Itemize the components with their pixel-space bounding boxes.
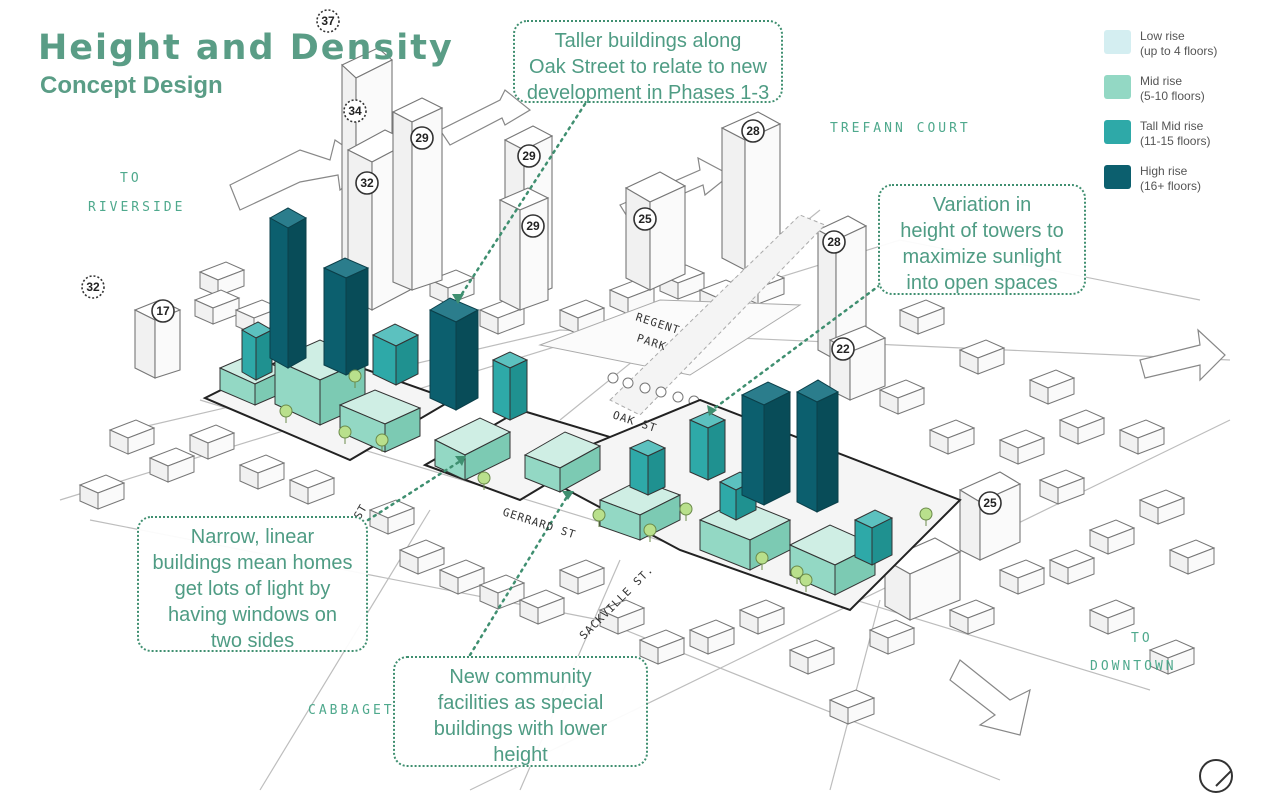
callout-arrowheads [452, 294, 717, 500]
legend-label: Tall Mid rise [1140, 119, 1204, 133]
storey-marker: 32 [355, 171, 379, 195]
legend-swatch [1104, 165, 1131, 189]
legend-detail: (5-10 floors) [1140, 89, 1205, 103]
callout-line: get lots of light by [174, 578, 331, 600]
storey-count: 22 [836, 342, 850, 356]
height-legend: Low rise (up to 4 floors) Mid rise (5-10… [1104, 28, 1264, 208]
storey-count: 25 [983, 496, 997, 510]
storey-count: 37 [321, 14, 335, 28]
callout-line: New community [449, 666, 592, 688]
storey-marker: 28 [741, 119, 765, 143]
north-arrow-icon [1199, 759, 1233, 793]
callout-leaders [366, 102, 882, 657]
callout-line: height [493, 744, 548, 766]
legend-detail: (up to 4 floors) [1140, 44, 1218, 58]
page-title: Height and Density [38, 28, 454, 68]
existing-towers [133, 47, 1022, 621]
tall-mid-rise-buildings [240, 321, 894, 566]
callout-taller-buildings: Taller buildings along Oak Street to rel… [513, 20, 783, 104]
legend-item-mid-rise: Mid rise (5-10 floors) [1104, 73, 1264, 118]
storey-marker: 32 [81, 275, 105, 299]
legend-swatch [1104, 120, 1131, 144]
to-downtown-prefix: TO [1131, 631, 1153, 646]
park [538, 214, 826, 416]
storey-marker: 28 [822, 230, 846, 254]
callout-tower-variation: Variation in height of towers to maximiz… [878, 184, 1086, 295]
callout-line: Oak Street to relate to new [529, 56, 767, 78]
storey-marker: 29 [410, 126, 434, 150]
storey-count: 28 [827, 235, 841, 249]
trefann-court-label: TREFANN COURT [830, 121, 971, 136]
callout-linear-buildings: Narrow, linear buildings mean homes get … [137, 516, 368, 652]
page-subtitle: Concept Design [40, 72, 223, 99]
callout-line: two sides [210, 630, 295, 652]
legend-label: Mid rise [1140, 74, 1183, 88]
storey-marker: 25 [633, 207, 657, 231]
storey-marker: 22 [831, 337, 855, 361]
storey-marker: 17 [151, 299, 175, 323]
legend-item-high-rise: High rise (16+ floors) [1104, 163, 1264, 208]
storey-markers: 37 34 29 32 29 29 28 25 28 32 17 22 25 [81, 9, 1002, 515]
legend-swatch [1104, 75, 1131, 99]
legend-item-tall-mid-rise: Tall Mid rise (11-15 floors) [1104, 118, 1264, 163]
legend-label: High rise [1140, 164, 1188, 178]
storey-count: 28 [746, 124, 760, 138]
callout-line: height of towers to [900, 220, 1064, 242]
storey-marker: 29 [521, 214, 545, 238]
legend-swatch [1104, 30, 1131, 54]
storey-count: 17 [156, 304, 170, 318]
storey-count: 32 [360, 176, 374, 190]
storey-marker: 25 [978, 491, 1002, 515]
storey-count: 32 [86, 280, 100, 294]
storey-count: 34 [348, 104, 362, 118]
callout-community-facilities: New community facilities as special buil… [393, 656, 648, 767]
callout-line: having windows on [168, 604, 337, 626]
storey-count: 29 [526, 219, 540, 233]
storey-count: 29 [522, 149, 536, 163]
storey-marker: 34 [343, 99, 367, 123]
storey-marker: 37 [316, 9, 340, 33]
storey-count: 25 [638, 212, 652, 226]
legend-item-low-rise: Low rise (up to 4 floors) [1104, 28, 1264, 73]
callout-line: Narrow, linear [190, 526, 315, 548]
callout-line: Taller buildings along [554, 30, 742, 52]
to-riverside-prefix: TO [120, 171, 142, 186]
gerrard-st-label: GERRARD ST [501, 505, 578, 541]
cabbagetown-label: CABBAGET [308, 703, 395, 718]
storey-marker: 29 [517, 144, 541, 168]
callout-line: Variation in [932, 194, 1032, 216]
callout-line: buildings mean homes [152, 552, 353, 574]
high-rise-towers [268, 207, 840, 513]
callout-line: buildings with lower [433, 718, 608, 740]
to-riverside-label: RIVERSIDE [88, 200, 186, 215]
callout-line: development in Phases 1-3 [526, 82, 770, 104]
callout-line: maximize sunlight [902, 246, 1062, 268]
callout-line: facilities as special [437, 692, 604, 714]
storey-count: 29 [415, 131, 429, 145]
to-downtown-label: DOWNTOWN [1090, 659, 1177, 674]
legend-label: Low rise [1140, 29, 1185, 43]
legend-detail: (11-15 floors) [1140, 134, 1211, 148]
callout-line: into open spaces [906, 272, 1058, 294]
legend-detail: (16+ floors) [1140, 179, 1202, 193]
